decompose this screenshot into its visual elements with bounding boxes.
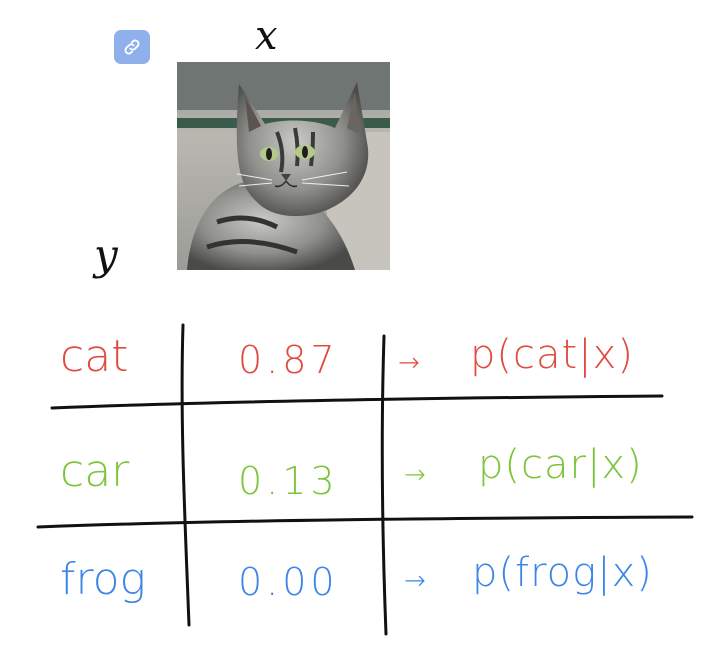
class-label-cat: cat [60, 331, 129, 382]
link-icon [124, 39, 140, 55]
expression-car: p(car|x) [478, 442, 643, 488]
arrow-cat: → [398, 348, 420, 378]
probability-frog: 0.00 [238, 560, 339, 604]
column-divider-1 [180, 323, 191, 627]
input-variable-x: x [255, 13, 278, 59]
output-variable-y: y [94, 230, 118, 279]
class-label-frog: frog [60, 554, 146, 605]
row-divider-1 [50, 394, 664, 410]
arrow-frog: → [404, 566, 426, 596]
column-divider-2 [380, 334, 388, 636]
row-divider-2 [36, 515, 694, 529]
arrow-car: → [404, 460, 426, 490]
probability-cat: 0.87 [238, 338, 339, 382]
cat-image [177, 62, 390, 270]
cat-photo [177, 62, 390, 270]
class-label-car: car [60, 446, 130, 497]
expression-frog: p(frog|x) [472, 550, 653, 596]
probability-car: 0.13 [238, 459, 339, 503]
link-button[interactable] [114, 30, 150, 64]
expression-cat: p(cat|x) [470, 332, 634, 378]
